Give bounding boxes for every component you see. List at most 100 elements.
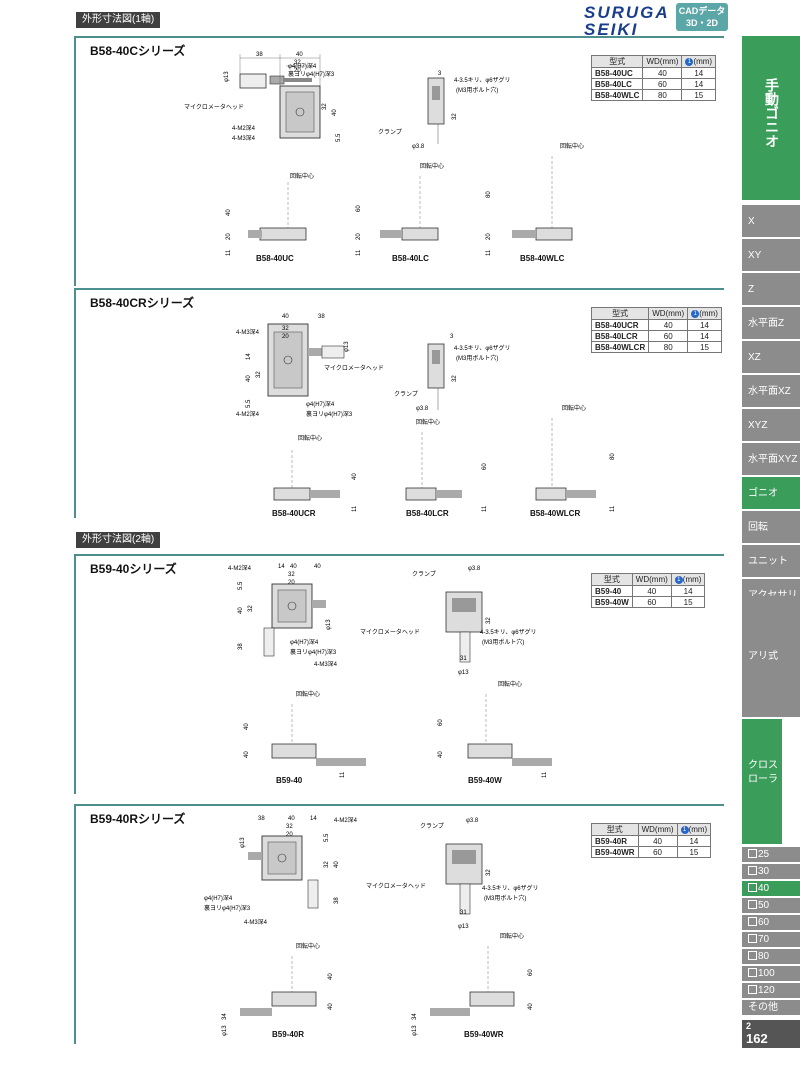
svg-text:34: 34 [412,1013,418,1020]
cad-data-badge[interactable]: CADデータ 3D・2D [676,3,728,31]
side-view-drawing: クランプ φ3.8 マイクロメータヘッド 4-3.5キリ、φ6ザグリ (M3用ボ… [366,818,539,930]
sidebar-item-xyz[interactable]: XYZ [742,409,800,442]
svg-text:40: 40 [282,314,289,320]
sidebar-item-xy[interactable]: XY [742,239,800,272]
page-number: 2 162 [742,1020,800,1048]
series-title: B59-40Rシリーズ [90,812,186,826]
svg-text:80: 80 [486,191,492,198]
svg-text:14: 14 [278,564,285,570]
svg-text:4-M2深4: 4-M2深4 [232,124,256,132]
drawing-caption: B58-40UCR [272,509,316,518]
sidebar-item-goniometer[interactable]: ゴニオ [742,477,800,510]
svg-text:5.5: 5.5 [246,399,252,408]
svg-text:4-3.5キリ、φ6ザグリ: 4-3.5キリ、φ6ザグリ [454,344,511,352]
front-views-drawing: 回転中心 40 11 回転中心 60 11 回転中心 80 11 [273,404,616,512]
svg-text:32: 32 [322,103,328,110]
svg-text:40: 40 [438,751,444,758]
svg-text:4-3.5キリ、φ6ザグリ: 4-3.5キリ、φ6ザグリ [454,76,511,84]
svg-text:40: 40 [314,564,321,570]
svg-text:40: 40 [226,209,232,216]
sidebar-item-horizontal-xyz[interactable]: 水平面XYZ [742,443,800,476]
series-title: B58-40Cシリーズ [90,44,186,58]
svg-text:クランプ: クランプ [420,823,444,830]
size-item-80[interactable]: 80 [742,949,800,965]
size-item-100[interactable]: 100 [742,966,800,982]
sidebar-item-dovetail[interactable]: アリ式 [742,596,800,718]
size-item-25[interactable]: 25 [742,847,800,863]
svg-text:38: 38 [334,897,340,904]
sidebar-item-x[interactable]: X [742,205,800,238]
svg-text:40: 40 [244,723,250,730]
drawing-caption: B58-40WLCR [530,509,581,518]
sidebar-item-horizontal-xz[interactable]: 水平面XZ [742,375,800,408]
section-tag-one-axis: 外形寸法図(1軸) [76,12,161,28]
drawing-caption: B59-40 [276,776,303,785]
svg-text:回転中心: 回転中心 [296,942,320,950]
svg-text:φ13: φ13 [240,837,246,848]
svg-text:20: 20 [226,233,232,240]
sidebar-item-unit[interactable]: ユニット [742,545,800,578]
drawing-caption: B59-40R [272,1030,305,1039]
svg-text:32: 32 [256,371,262,378]
svg-text:回転中心: 回転中心 [290,172,314,180]
size-item-50[interactable]: 50 [742,898,800,914]
svg-text:32: 32 [294,60,301,66]
svg-text:4-M3深4: 4-M3深4 [314,660,338,668]
side-view-drawing: 3 4-3.5キリ、φ6ザグリ (M3用ボルト穴) クランプ φ3.8 32 [394,334,511,412]
svg-text:φ4(H7)深4: φ4(H7)深4 [306,400,335,408]
svg-text:φ3.8: φ3.8 [412,144,425,150]
sidebar-item-rotation[interactable]: 回転 [742,511,800,544]
size-item-other[interactable]: その他 [742,1000,800,1016]
svg-text:20: 20 [282,334,289,340]
svg-text:φ13: φ13 [344,341,350,352]
svg-text:11: 11 [482,505,488,512]
circle-marker-icon: 1 [691,309,700,318]
svg-text:φ13: φ13 [458,924,469,930]
svg-text:32: 32 [324,861,330,868]
svg-text:20: 20 [286,832,293,838]
svg-text:20: 20 [294,68,301,74]
svg-text:クランプ: クランプ [394,391,418,398]
sidebar-main-tab[interactable]: 手動ゴニオ [742,36,800,200]
svg-text:回転中心: 回転中心 [500,932,524,940]
size-item-40[interactable]: 40 [742,881,800,897]
svg-text:φ13: φ13 [222,1025,228,1036]
svg-text:(M3用ボルト穴): (M3用ボルト穴) [482,638,524,646]
sidebar-item-horizontal-z[interactable]: 水平面Z [742,307,800,340]
size-item-70[interactable]: 70 [742,932,800,948]
svg-text:38: 38 [256,52,263,58]
svg-text:φ3.8: φ3.8 [466,818,479,824]
size-item-120[interactable]: 120 [742,983,800,999]
suruga-seiki-logo: SURUGA SEIKI [584,3,670,39]
circle-marker-icon: 1 [674,575,683,584]
svg-text:32: 32 [452,375,458,382]
svg-text:40: 40 [528,1003,534,1010]
size-item-60[interactable]: 60 [742,915,800,931]
svg-text:31: 31 [460,656,467,662]
svg-text:40: 40 [352,473,358,480]
sidebar-item-z[interactable]: Z [742,273,800,306]
series-title: B58-40CRシリーズ [90,296,195,310]
svg-text:32: 32 [486,617,492,624]
svg-text:5.5: 5.5 [238,581,244,590]
series-block: B58-40CRシリーズ [74,288,724,518]
svg-text:(M3用ボルト穴): (M3用ボルト穴) [456,354,498,362]
svg-text:回転中心: 回転中心 [296,690,320,698]
svg-text:60: 60 [482,463,488,470]
svg-text:回転中心: 回転中心 [562,404,586,412]
sidebar-item-xz[interactable]: XZ [742,341,800,374]
top-view-drawing: 14 40 40 32 20 4-M2深4 5.5 40 32 38 φ13 φ… [228,564,338,668]
svg-text:4-M3深4: 4-M3深4 [244,918,268,926]
size-item-30[interactable]: 30 [742,864,800,880]
svg-text:40: 40 [296,52,303,58]
top-view-drawing: 38 40 32 20 φ13 40 32 5.5 φ4(H7)深4 裏ヨリφ4… [184,52,342,142]
sidebar-item-cross-roller[interactable]: クロスローラ [742,719,782,845]
svg-text:φ4(H7)深4: φ4(H7)深4 [290,638,319,646]
series-block: B59-40シリーズ [74,554,724,794]
svg-text:11: 11 [542,771,548,778]
svg-text:φ13: φ13 [224,71,230,82]
svg-text:40: 40 [244,751,250,758]
svg-text:4-M2深4: 4-M2深4 [236,410,260,418]
svg-text:11: 11 [340,771,346,778]
